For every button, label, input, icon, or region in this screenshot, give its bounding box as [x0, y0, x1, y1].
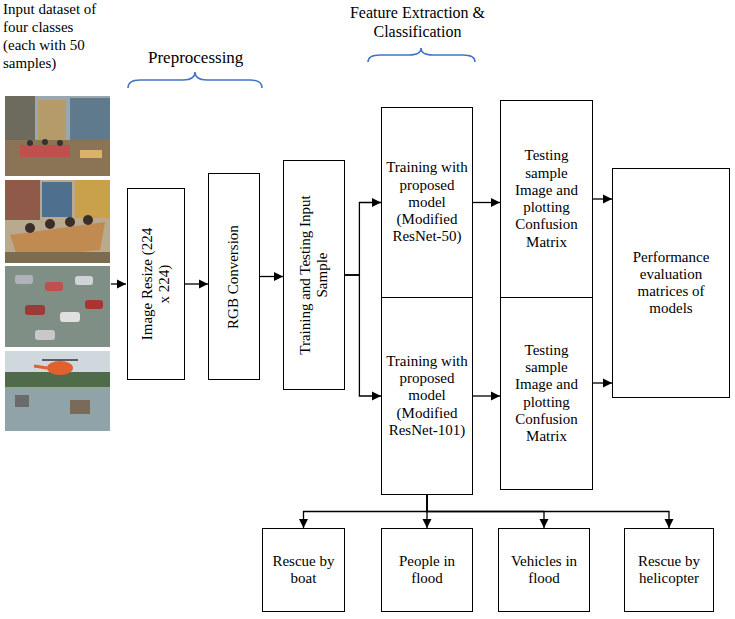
process-box: Training and Testing Input Sample	[283, 160, 345, 390]
box-label: Rescue by helicopter	[625, 551, 713, 590]
box-label: Training with proposed model (Modified R…	[382, 351, 472, 441]
class-box: Rescue by helicopter	[624, 528, 714, 612]
group-brace	[368, 48, 475, 62]
model-box: Training with proposed model (Modified R…	[381, 297, 473, 495]
process-box: Image Resize (224 x 224)	[127, 188, 185, 380]
input-arrow	[111, 283, 126, 284]
stage-label: Preprocessing	[148, 48, 278, 68]
model-box: Training with proposed model (Modified R…	[381, 107, 473, 298]
flow-arrow	[473, 395, 500, 396]
box-label: RGB Conversion	[225, 187, 242, 367]
box-label: Performance evaluation matrices of model…	[613, 247, 729, 320]
flow-arrow	[473, 202, 500, 203]
dataset-label: Input dataset of four classes (each with…	[3, 0, 107, 72]
box-label: Testing sample Image and plotting Confus…	[501, 340, 592, 448]
box-label: People in flood	[382, 551, 472, 590]
box-label: Training and Testing Input Sample	[297, 190, 332, 360]
flow-arrow	[593, 382, 612, 383]
box-label: Vehicles in flood	[499, 551, 589, 590]
result-box: Performance evaluation matrices of model…	[612, 168, 730, 398]
flow-arrow	[593, 198, 612, 199]
flow-arrow	[345, 203, 381, 276]
flow-arrow	[345, 275, 381, 396]
vehicles-photo	[5, 266, 110, 347]
box-label: Training with proposed model (Modified R…	[382, 157, 472, 247]
process-box: RGB Conversion	[208, 173, 260, 380]
class-box: People in flood	[381, 528, 473, 612]
box-label: Rescue by boat	[263, 551, 344, 590]
flow-arrow	[427, 495, 669, 528]
stage-label: Feature Extraction & Classification	[330, 3, 505, 41]
flow-arrow	[304, 495, 428, 528]
test-box: Testing sample Image and plotting Confus…	[500, 100, 593, 298]
helicopter-photo	[5, 351, 110, 431]
box-label: Testing sample Image and plotting Confus…	[501, 145, 592, 253]
flood-photo	[5, 96, 110, 176]
box-label: Image Resize (224 x 224)	[139, 224, 174, 344]
flow-arrow	[185, 283, 208, 284]
class-box: Vehicles in flood	[498, 528, 590, 612]
flow-arrow	[260, 276, 283, 277]
group-brace	[128, 72, 262, 88]
class-box: Rescue by boat	[262, 528, 345, 612]
boat-photo	[5, 180, 110, 263]
test-box: Testing sample Image and plotting Confus…	[500, 297, 593, 490]
